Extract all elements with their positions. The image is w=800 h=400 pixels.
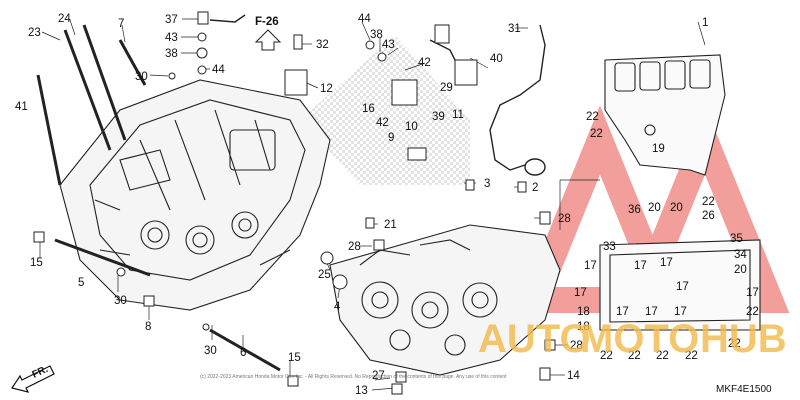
- callout-label: 3: [484, 178, 490, 190]
- front-direction-label: FR.: [31, 364, 50, 381]
- callout-label: 43: [165, 32, 178, 44]
- callout-label: 17: [645, 306, 658, 318]
- callout-label: 28: [558, 213, 571, 225]
- callout-label: 24: [58, 13, 71, 25]
- callout-labels: 24 23 7 37 43 38 44 30 41 32 12 44 38 43…: [15, 13, 759, 397]
- frame-ref-label: F-26: [255, 16, 279, 28]
- callout-label: 26: [702, 210, 715, 222]
- callout-label: 22: [590, 128, 603, 140]
- callout-label: 20: [670, 202, 683, 214]
- callout-label: 15: [30, 257, 43, 269]
- callout-label: 37: [165, 14, 178, 26]
- hardware-parts: [33, 11, 556, 395]
- callout-label: 22: [656, 350, 669, 362]
- callout-label: 22: [702, 196, 715, 208]
- callout-label: 22: [685, 350, 698, 362]
- callout-label: 30: [204, 345, 217, 357]
- callout-label: 27: [372, 370, 385, 382]
- callout-label: 38: [165, 48, 178, 60]
- callout-label: 39: [432, 111, 445, 123]
- callout-label: 20: [734, 264, 747, 276]
- callout-label: 44: [358, 13, 371, 25]
- callout-label: 18: [577, 321, 590, 333]
- callout-label: 14: [567, 370, 580, 382]
- callout-label: 22: [628, 350, 641, 362]
- callout-label: 34: [734, 249, 747, 261]
- callout-label: 11: [452, 109, 464, 121]
- callout-label: 28: [348, 241, 361, 253]
- callout-label: 4: [334, 301, 341, 313]
- callout-label: 42: [418, 57, 431, 69]
- callout-label: 32: [316, 39, 329, 51]
- callout-label: 22: [728, 338, 741, 350]
- callout-label: 1: [702, 17, 708, 29]
- callout-label: 2: [532, 182, 538, 194]
- callout-label: 30: [114, 295, 127, 307]
- callout-label: 17: [574, 287, 587, 299]
- front-direction-arrow: FR.: [11, 364, 55, 393]
- callout-label: 22: [746, 306, 759, 318]
- callout-label: 19: [652, 143, 665, 155]
- watermark-word-hub: HUB: [700, 317, 787, 361]
- callout-label: 40: [490, 53, 503, 65]
- callout-label: 12: [320, 83, 333, 95]
- lower-crankcase: [329, 224, 561, 376]
- callout-label: 25: [318, 269, 331, 281]
- callout-label: 9: [388, 132, 394, 144]
- callout-label: 20: [648, 202, 661, 214]
- callout-label: 17: [674, 306, 687, 318]
- callout-label: 16: [362, 103, 375, 115]
- checker-background: [300, 35, 470, 185]
- watermark-word-moto: MOTO: [580, 317, 699, 361]
- callout-label: 33: [603, 241, 616, 253]
- callout-label: 17: [676, 281, 689, 293]
- callout-label: 22: [600, 350, 613, 362]
- callout-label: 28: [570, 340, 583, 352]
- callout-label: 18: [577, 306, 590, 318]
- callout-label: 7: [118, 18, 124, 30]
- callout-label: 43: [382, 39, 395, 51]
- diagram-code: MKF4E1500: [716, 384, 772, 395]
- oil-pan-plate: [599, 54, 761, 331]
- callout-label: 10: [405, 121, 418, 133]
- callout-label: 8: [145, 321, 151, 333]
- callout-label: 36: [628, 204, 641, 216]
- callout-label: 41: [15, 101, 28, 113]
- studs: [36, 24, 281, 372]
- callout-label: 23: [28, 27, 41, 39]
- callout-label: 5: [78, 277, 84, 289]
- callout-label: 17: [616, 306, 629, 318]
- callout-label: 44: [212, 64, 225, 76]
- callout-label: 17: [660, 257, 673, 269]
- copyright-text: (c) 2022-2023 American Honda Motor Co., …: [200, 374, 507, 380]
- callout-label: 38: [370, 29, 383, 41]
- callout-label: 30: [135, 71, 148, 83]
- callout-label: 17: [634, 260, 647, 272]
- upper-crankcase: [59, 79, 331, 311]
- callout-label: 17: [746, 287, 759, 299]
- frame-ref-arrow: F-26: [254, 16, 282, 51]
- callout-label: 13: [355, 385, 368, 397]
- callout-label: 31: [508, 23, 521, 35]
- callout-label: 22: [586, 111, 599, 123]
- callout-label: 29: [440, 82, 453, 94]
- callout-label: 17: [584, 260, 597, 272]
- callout-label: 42: [376, 117, 389, 129]
- callout-label: 15: [288, 352, 301, 364]
- callout-label: 35: [730, 233, 743, 245]
- callout-label: 6: [240, 347, 246, 359]
- watermark-text: AUTO MOTO HUB: [478, 317, 787, 361]
- watermark-word-auto: AUTO: [478, 317, 591, 361]
- callout-label: 21: [384, 219, 397, 231]
